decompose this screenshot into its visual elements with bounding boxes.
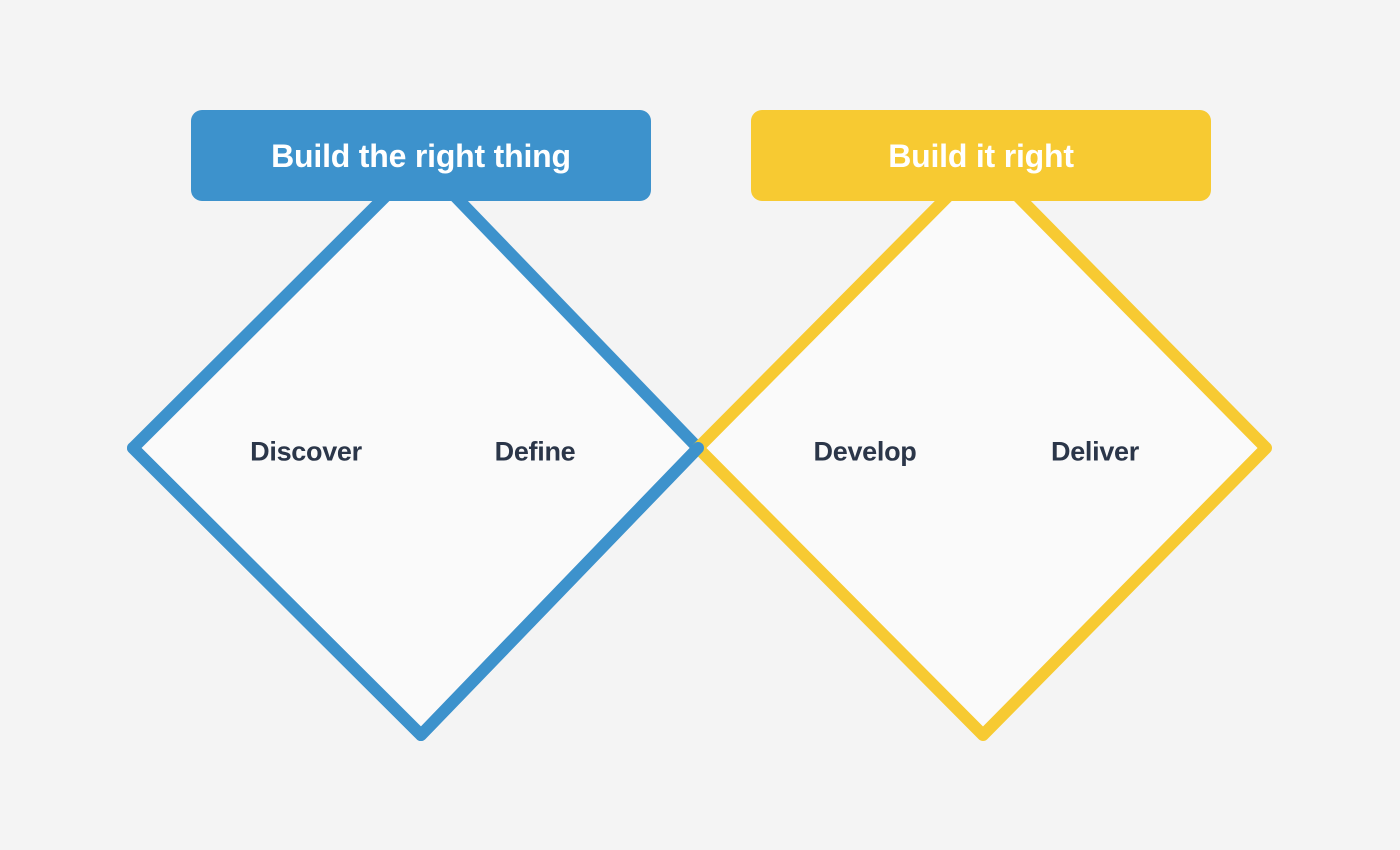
phase-label-discover: Discover xyxy=(250,436,362,467)
banner-build-the-right-thing[interactable]: Build the right thing xyxy=(191,110,651,201)
phase-label-develop: Develop xyxy=(813,436,917,467)
banner-right-label: Build it right xyxy=(888,137,1074,174)
right-diamond-outline xyxy=(692,155,1272,741)
phase-label-define: Define xyxy=(494,436,576,467)
banner-left-label: Build the right thing xyxy=(271,137,571,174)
phase-label-deliver: Deliver xyxy=(1051,436,1139,467)
left-diamond-lower-edges xyxy=(127,442,704,741)
banner-build-it-right[interactable]: Build it right xyxy=(751,110,1211,201)
